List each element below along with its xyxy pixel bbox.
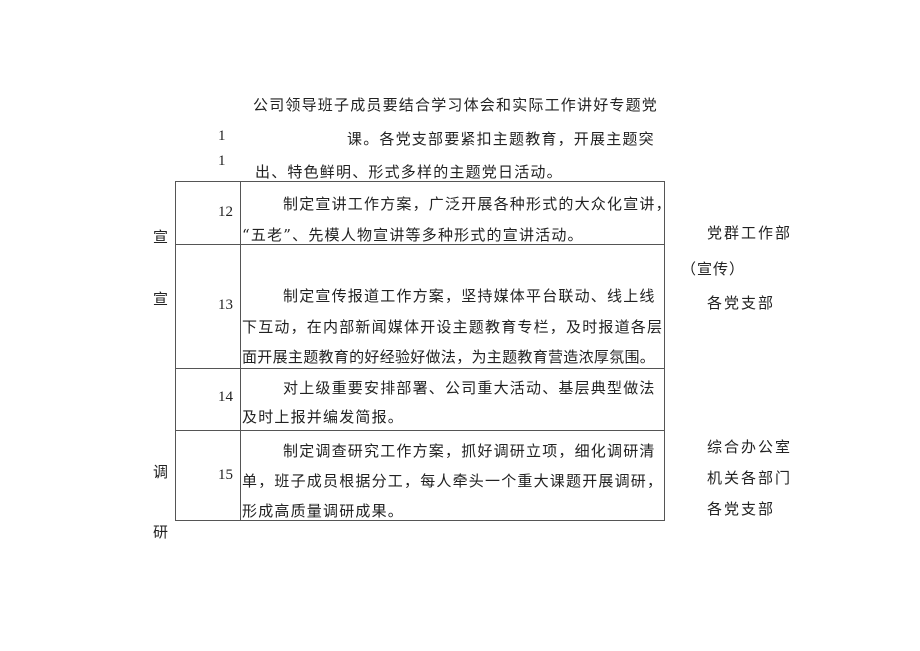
row-13-number: 13 bbox=[218, 297, 233, 313]
category-label-xuan-2: 宣 bbox=[153, 290, 169, 308]
row-13-line-2: 下互动，在内部新闻媒体开设主题教育专栏，及时报道各层 bbox=[242, 318, 664, 336]
row-14-number: 14 bbox=[218, 389, 233, 405]
row-14-line-1: 对上级重要安排部署、公司重大活动、基层典型做法 bbox=[283, 379, 656, 397]
category-label-diao: 调 bbox=[153, 463, 169, 481]
row-15-line-3: 形成高质量调研成果。 bbox=[242, 502, 405, 520]
item-11-line-3: 出、特色鲜明、形式多样的主题党日活动。 bbox=[255, 163, 563, 181]
row-15-line-1: 制定调查研究工作方案，抓好调研立项，细化调研清 bbox=[283, 442, 656, 460]
item-11-line-1: 公司领导班子成员要结合学习体会和实际工作讲好专题党 bbox=[253, 96, 659, 114]
dept-group-1-line-2: （宣传） bbox=[681, 260, 746, 278]
category-label-xuan-1: 宣 bbox=[153, 228, 169, 246]
dept-group-1-line-1: 党群工作部 bbox=[707, 224, 793, 242]
row-13-line-1: 制定宣传报道工作方案，坚持媒体平台联动、线上线 bbox=[283, 287, 656, 305]
table-row-divider bbox=[176, 430, 664, 431]
row-12-number: 12 bbox=[218, 204, 233, 220]
task-table bbox=[175, 181, 665, 521]
table-column-divider bbox=[240, 182, 241, 520]
category-label-yan: 研 bbox=[153, 523, 169, 541]
table-row-divider bbox=[176, 368, 664, 369]
row-15-line-2: 单，班子成员根据分工，每人牵头一个重大课题开展调研， bbox=[242, 472, 664, 490]
row-12-line-2: “五老”、先模人物宣讲等多种形式的宣讲活动。 bbox=[242, 226, 584, 244]
item-11-number-bottom: 1 bbox=[218, 153, 226, 169]
row-15-number: 15 bbox=[218, 467, 233, 483]
row-13-line-3: 面开展主题教育的好经验好做法，为主题教育营造浓厚氛围。 bbox=[242, 348, 656, 366]
dept-group-2-line-2: 机关各部门 bbox=[707, 469, 793, 487]
table-row-divider bbox=[176, 244, 664, 245]
dept-group-1-line-3: 各党支部 bbox=[707, 294, 776, 312]
item-11-line-2: 课。各党支部要紧扣主题教育，开展主题突 bbox=[347, 130, 655, 148]
item-11-number-top: 1 bbox=[218, 128, 226, 144]
row-12-line-1: 制定宣讲工作方案，广泛开展各种形式的大众化宣讲， bbox=[283, 195, 672, 213]
row-14-line-2: 及时上报并编发简报。 bbox=[242, 408, 405, 426]
dept-group-2-line-1: 综合办公室 bbox=[707, 438, 793, 456]
dept-group-2-line-3: 各党支部 bbox=[707, 500, 776, 518]
